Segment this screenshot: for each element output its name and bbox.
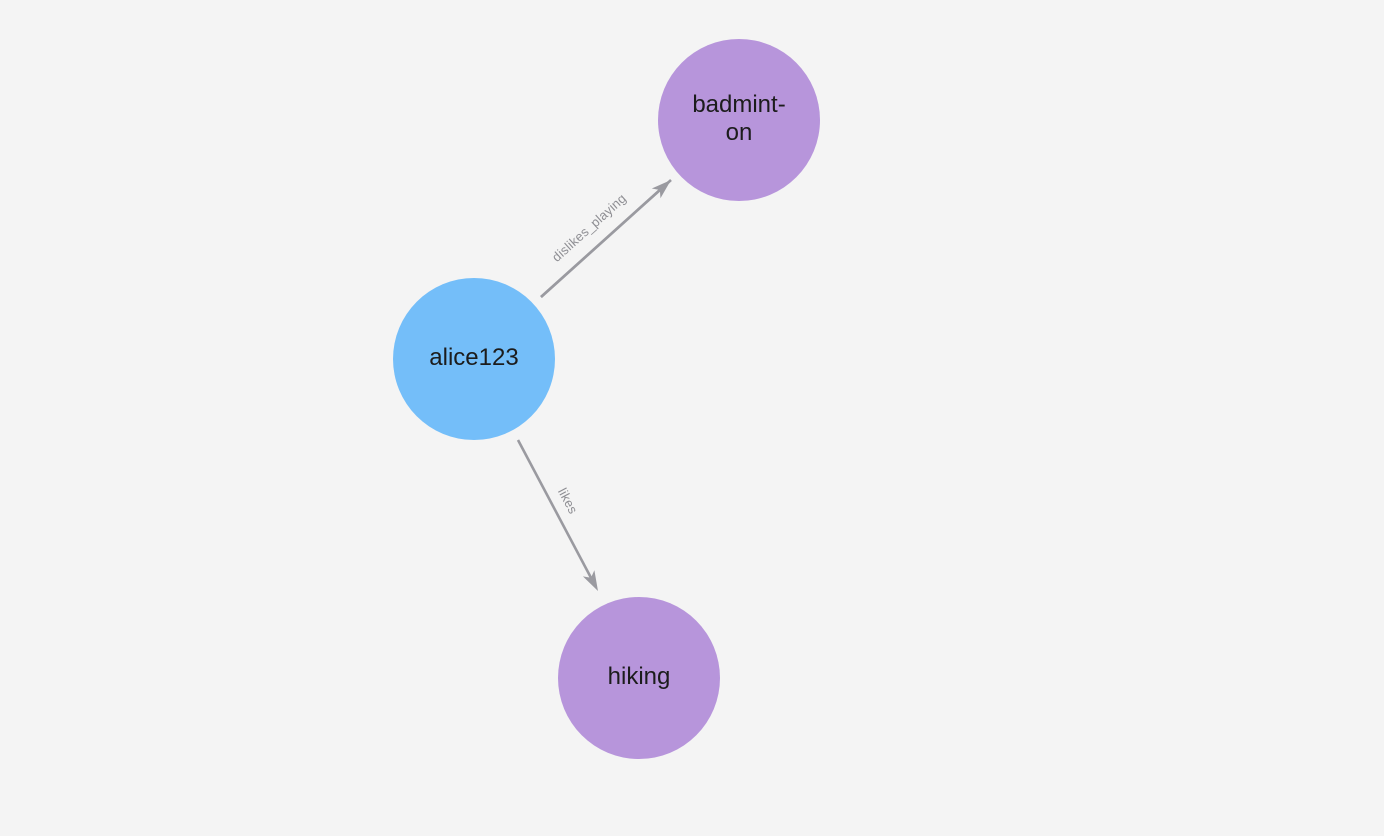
- edge-arrowhead-dislikes-playing: [651, 180, 671, 199]
- edge-line-dislikes-playing-geom: [540, 188, 662, 298]
- node-label-alice123: alice123: [429, 344, 518, 371]
- nodes-layer: alice123 badmint-on hiking: [393, 39, 820, 759]
- node-circle-hiking[interactable]: [558, 597, 720, 759]
- node-badminton[interactable]: badmint-on: [658, 39, 820, 201]
- edge-label-likes: likes: [555, 485, 581, 516]
- node-alice123[interactable]: alice123: [393, 278, 555, 440]
- edge-dislikes-playing[interactable]: dislikes_playing: [540, 179, 672, 298]
- node-circle-badminton[interactable]: [658, 39, 820, 201]
- node-label-badminton: badmint-on: [692, 91, 785, 146]
- node-label-hiking: hiking: [608, 663, 671, 690]
- edge-likes[interactable]: likes: [516, 439, 598, 591]
- edge-arrowhead-likes: [582, 570, 598, 591]
- edge-line-likes: [516, 439, 593, 580]
- node-circle-alice123[interactable]: [393, 278, 555, 440]
- node-hiking[interactable]: hiking: [558, 597, 720, 759]
